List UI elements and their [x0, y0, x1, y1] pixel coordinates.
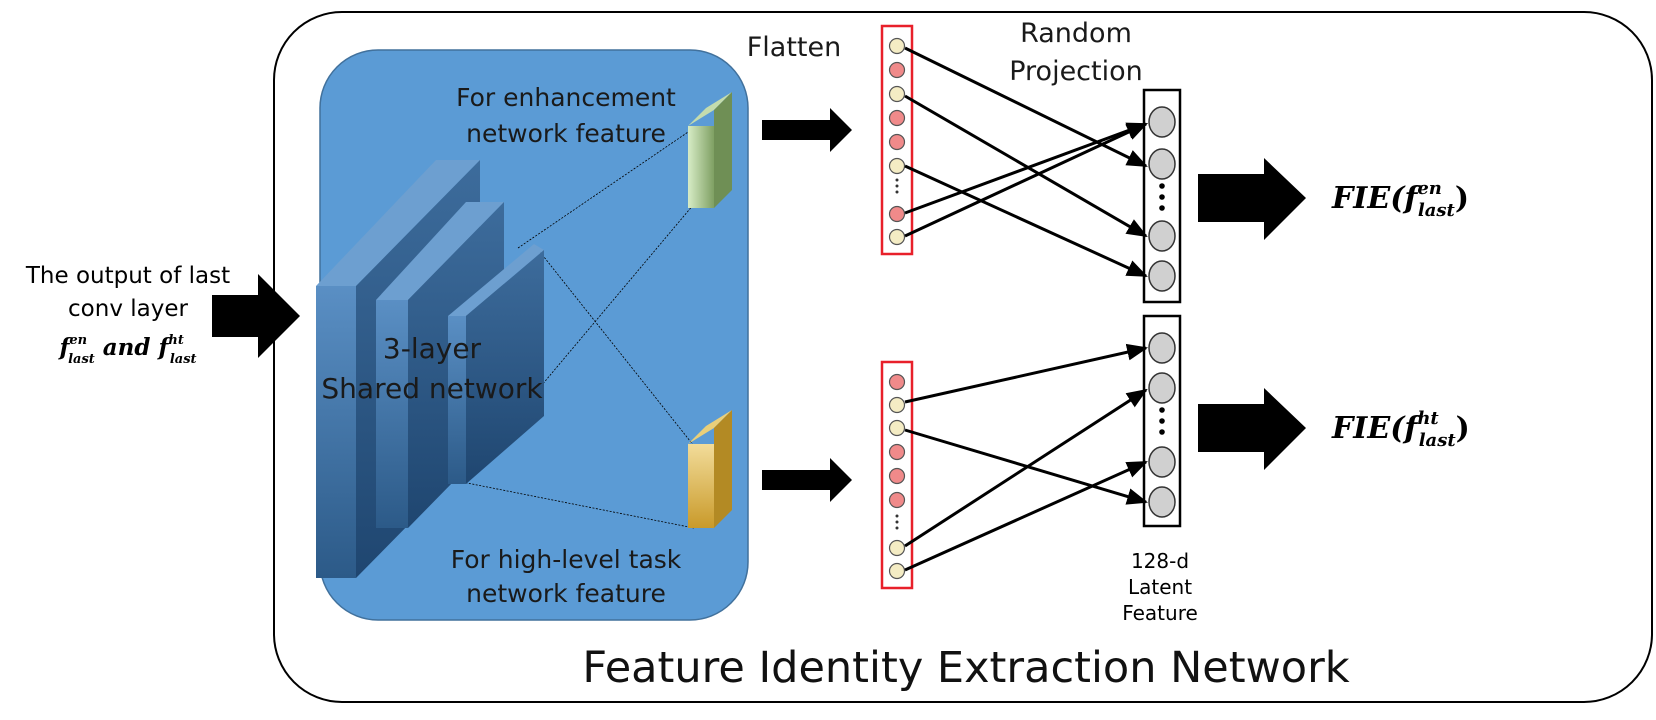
- input-math-f2-sub: last: [170, 352, 197, 367]
- node-red: [888, 443, 906, 461]
- projection-edges-top: [904, 46, 1148, 278]
- node-cream: [888, 85, 906, 103]
- input-math-f2-sup: ht: [168, 333, 183, 348]
- enhancement-feature-block: [688, 92, 732, 208]
- input-label-line2: conv layer: [68, 296, 188, 322]
- node-red: [888, 467, 906, 485]
- ellipsis-top: [895, 178, 899, 194]
- flatten-nodes-bottom: [888, 373, 906, 580]
- input-math-f1-sup: en: [69, 333, 87, 348]
- input-math-and: and: [103, 334, 151, 361]
- node-cream: [888, 396, 906, 414]
- input-label-line1: The output of last: [25, 263, 230, 289]
- node-cream: [888, 157, 906, 175]
- output-bottom-sup: ht: [1417, 408, 1439, 429]
- flatten-vector-top: [880, 24, 914, 256]
- node-red: [888, 373, 906, 391]
- enhancement-label-line2: network feature: [466, 119, 666, 148]
- high-level-feature-block: [688, 410, 732, 528]
- node-cream: [888, 419, 906, 437]
- shared-network-label-line2: Shared network: [321, 372, 543, 405]
- node-cream: [888, 539, 906, 557]
- output-top-prefix: FIE(: [1331, 181, 1406, 216]
- flatten-label: Flatten: [747, 32, 841, 63]
- input-math-f1-sub: last: [68, 352, 95, 367]
- input-arrow: [212, 274, 300, 358]
- conv-layer-3: [448, 244, 544, 484]
- latent-ellipsis-bottom: [1159, 407, 1165, 435]
- latent-label-line2: Latent: [1128, 575, 1192, 599]
- output-bottom-prefix: FIE(: [1331, 411, 1406, 446]
- output-bottom-sub: last: [1419, 430, 1457, 451]
- output-top-sub: last: [1418, 200, 1456, 221]
- high-level-label-line1: For high-level task: [451, 545, 682, 574]
- node-cream: [888, 37, 906, 55]
- node-red: [888, 491, 906, 509]
- flatten-nodes-top: [888, 37, 906, 246]
- node-red: [888, 109, 906, 127]
- node-red: [888, 133, 906, 151]
- latent-nodes-bottom: [1148, 332, 1176, 518]
- output-top-suffix: ): [1455, 181, 1469, 216]
- node-red: [888, 205, 906, 223]
- projection-edges-bottom: [904, 343, 1149, 572]
- random-projection-line1: Random: [1020, 18, 1132, 49]
- node-cream: [888, 228, 906, 246]
- shared-network-label-line1: 3-layer: [383, 332, 482, 365]
- latent-ellipsis-top: [1159, 183, 1165, 211]
- node-red: [888, 61, 906, 79]
- flatten-vector-bottom: [880, 360, 914, 590]
- flatten-arrow-top: [762, 108, 852, 152]
- output-arrow-top: [1198, 158, 1306, 240]
- enhancement-label-line1: For enhancement: [456, 83, 676, 112]
- random-projection-line2: Projection: [1009, 56, 1143, 87]
- output-top-sup: en: [1417, 178, 1442, 199]
- latent-label-line1: 128-d: [1131, 549, 1189, 573]
- footer-title: Feature Identity Extraction Network: [582, 643, 1349, 693]
- latent-nodes-top: [1148, 106, 1176, 292]
- output-bottom-suffix: ): [1456, 411, 1470, 446]
- latent-label-line3: Feature: [1122, 601, 1198, 625]
- high-level-label-line2: network feature: [466, 579, 666, 608]
- output-arrow-bottom: [1198, 388, 1306, 470]
- flatten-arrow-bottom: [762, 458, 852, 502]
- ellipsis-bottom: [895, 514, 899, 530]
- node-cream: [888, 562, 906, 580]
